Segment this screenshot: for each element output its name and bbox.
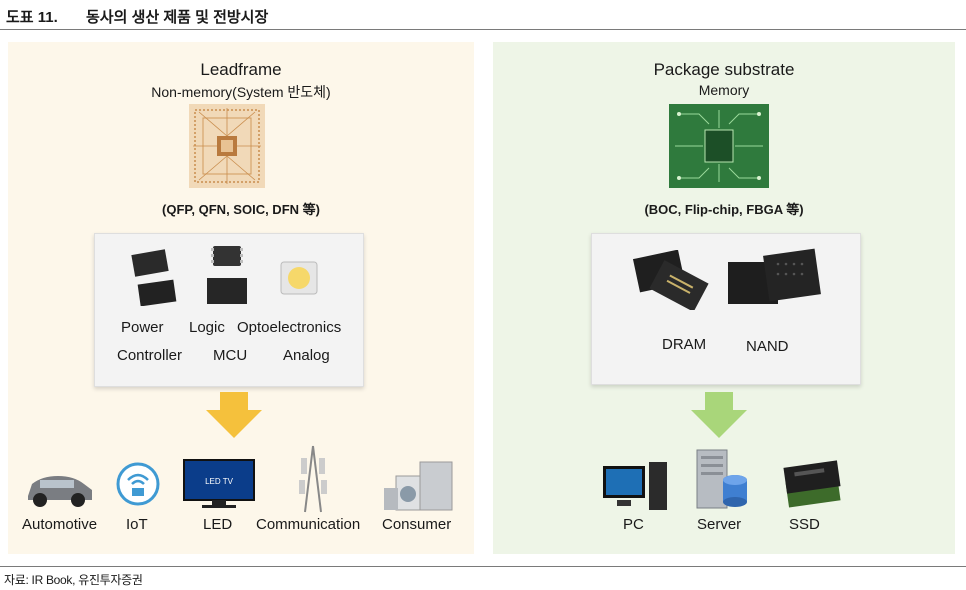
product-label-analog: Analog [283, 347, 330, 364]
cell-tower-icon [299, 445, 327, 513]
package-substrate-panel: Package substrate Memory (BOC, Flip-chip… [493, 42, 955, 554]
substrate-products-box: DRAM NAND [591, 233, 861, 385]
app-label-iot: IoT [126, 516, 148, 533]
nand-chip-icon [728, 248, 821, 304]
source-note: 자료: IR Book, 유진투자증권 [4, 573, 143, 587]
down-arrow-yellow [206, 392, 262, 438]
app-label-led: LED [203, 516, 233, 533]
leadframe-chip-image [189, 104, 265, 188]
leadframe-title: Leadframe [200, 60, 282, 79]
substrate-caption: (BOC, Flip-chip, FBGA 等) [644, 202, 804, 217]
footer-rule [0, 566, 966, 567]
leadframe-products-box: Power Logic Optoelectronics Controller M… [94, 233, 364, 387]
header-rule [0, 29, 966, 30]
app-label-consumer: Consumer [382, 516, 452, 533]
iot-icon [116, 462, 160, 506]
substrate-title: Package substrate [653, 60, 795, 79]
dram-chip-icon [632, 250, 709, 310]
app-label-communication: Communication [256, 516, 361, 533]
led-tv-icon: LED TV [183, 459, 255, 508]
product-label-optoelectronics: Optoelectronics [237, 319, 342, 336]
product-label-mcu: MCU [213, 347, 248, 364]
figure-header: 도표 11. 동사의 생산 제품 및 전방시장 [0, 0, 966, 34]
substrate-subtitle: Memory [698, 82, 750, 98]
soic-chip-icon [207, 278, 247, 304]
led-tv-text: LED TV [205, 477, 234, 486]
app-label-pc: PC [623, 516, 644, 533]
figure-number: 도표 11. [6, 9, 58, 26]
product-label-power: Power [121, 319, 164, 336]
chip-icons [131, 246, 318, 306]
car-icon [28, 476, 92, 507]
product-label-controller: Controller [117, 347, 183, 364]
qfp-chip-icon [137, 279, 177, 306]
down-arrow-green [691, 392, 747, 438]
app-label-automotive: Automotive [22, 516, 98, 533]
appliances-icon [384, 461, 453, 511]
product-label-dram: DRAM [662, 336, 707, 353]
app-label-ssd: SSD [789, 516, 820, 533]
product-label-nand: NAND [746, 338, 789, 355]
server-icon [696, 449, 747, 509]
substrate-board-image [669, 104, 769, 188]
dfn-chip-icon [211, 246, 243, 266]
qfn-chip-icon [131, 249, 169, 277]
ssd-icon [783, 460, 841, 508]
figure-title: 동사의 생산 제품 및 전방시장 [86, 9, 269, 26]
leadframe-subtitle: Non-memory(System 반도체) [151, 84, 331, 100]
product-label-logic: Logic [189, 319, 225, 336]
leadframe-caption: (QFP, QFN, SOIC, DFN 等) [162, 202, 320, 217]
pc-icon [603, 462, 667, 510]
leadframe-panel: Leadframe Non-memory(System 반도체) (QFP, Q… [8, 42, 474, 554]
app-label-server: Server [697, 516, 742, 533]
led-chip-icon [280, 261, 318, 295]
